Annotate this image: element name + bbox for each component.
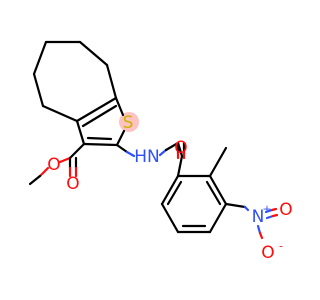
- bond: [38, 166, 50, 178]
- bond: [258, 231, 264, 240]
- bond: [243, 205, 250, 212]
- nitro-group: [224, 202, 279, 240]
- bond: [176, 154, 184, 178]
- bond: [75, 96, 118, 123]
- ester-carbonyl-oxygen-label: O: [66, 174, 79, 194]
- bond: [28, 174, 42, 186]
- bond: [32, 72, 45, 108]
- bond: [114, 96, 125, 117]
- bond: [41, 104, 79, 123]
- nitro-nitrogen-label: N: [252, 207, 265, 227]
- nitro-double-oxygen-label: O: [279, 200, 292, 220]
- methyl-ester: [28, 142, 86, 186]
- bond: [86, 136, 113, 141]
- cyclooctane-ring: [32, 40, 118, 123]
- bond: [82, 142, 119, 147]
- bond: [115, 129, 126, 147]
- bond: [256, 224, 262, 235]
- bond: [68, 142, 86, 160]
- sulfur-highlight: [119, 112, 139, 132]
- methyl-bond: [208, 146, 228, 178]
- bond: [160, 174, 180, 206]
- bond: [271, 213, 279, 218]
- molecule-canvas: S O O HN O N + O - O: [28, 40, 293, 263]
- structure-diagram: S O O HN O N + O - O: [28, 40, 293, 263]
- bond: [164, 141, 180, 152]
- bond: [75, 119, 86, 146]
- thiophene-ring: [75, 96, 126, 147]
- ester-oxygen-label: O: [47, 155, 60, 175]
- sulfur-atom-label: S: [123, 113, 134, 133]
- amide-linkage: [115, 141, 186, 160]
- bond: [125, 150, 136, 158]
- benzene-ring: [160, 154, 228, 234]
- bond: [115, 143, 129, 154]
- bond: [224, 202, 247, 209]
- bond: [78, 40, 109, 67]
- amide-oxygen-label: O: [174, 138, 187, 158]
- bond: [160, 202, 180, 234]
- nitro-oxygen-charge: -: [279, 240, 283, 253]
- bond: [105, 63, 118, 100]
- nitro-nitrogen-charge: +: [262, 203, 271, 216]
- bond: [208, 174, 228, 206]
- nitro-oxygen-label: O: [261, 243, 274, 263]
- bond: [158, 148, 168, 157]
- bond: [208, 202, 228, 234]
- bond: [205, 180, 222, 206]
- bond: [270, 207, 278, 212]
- amide-nh-label: HN: [134, 147, 160, 167]
- bond: [166, 180, 183, 206]
- bond: [32, 40, 48, 76]
- bond: [58, 156, 72, 164]
- bond: [81, 104, 118, 128]
